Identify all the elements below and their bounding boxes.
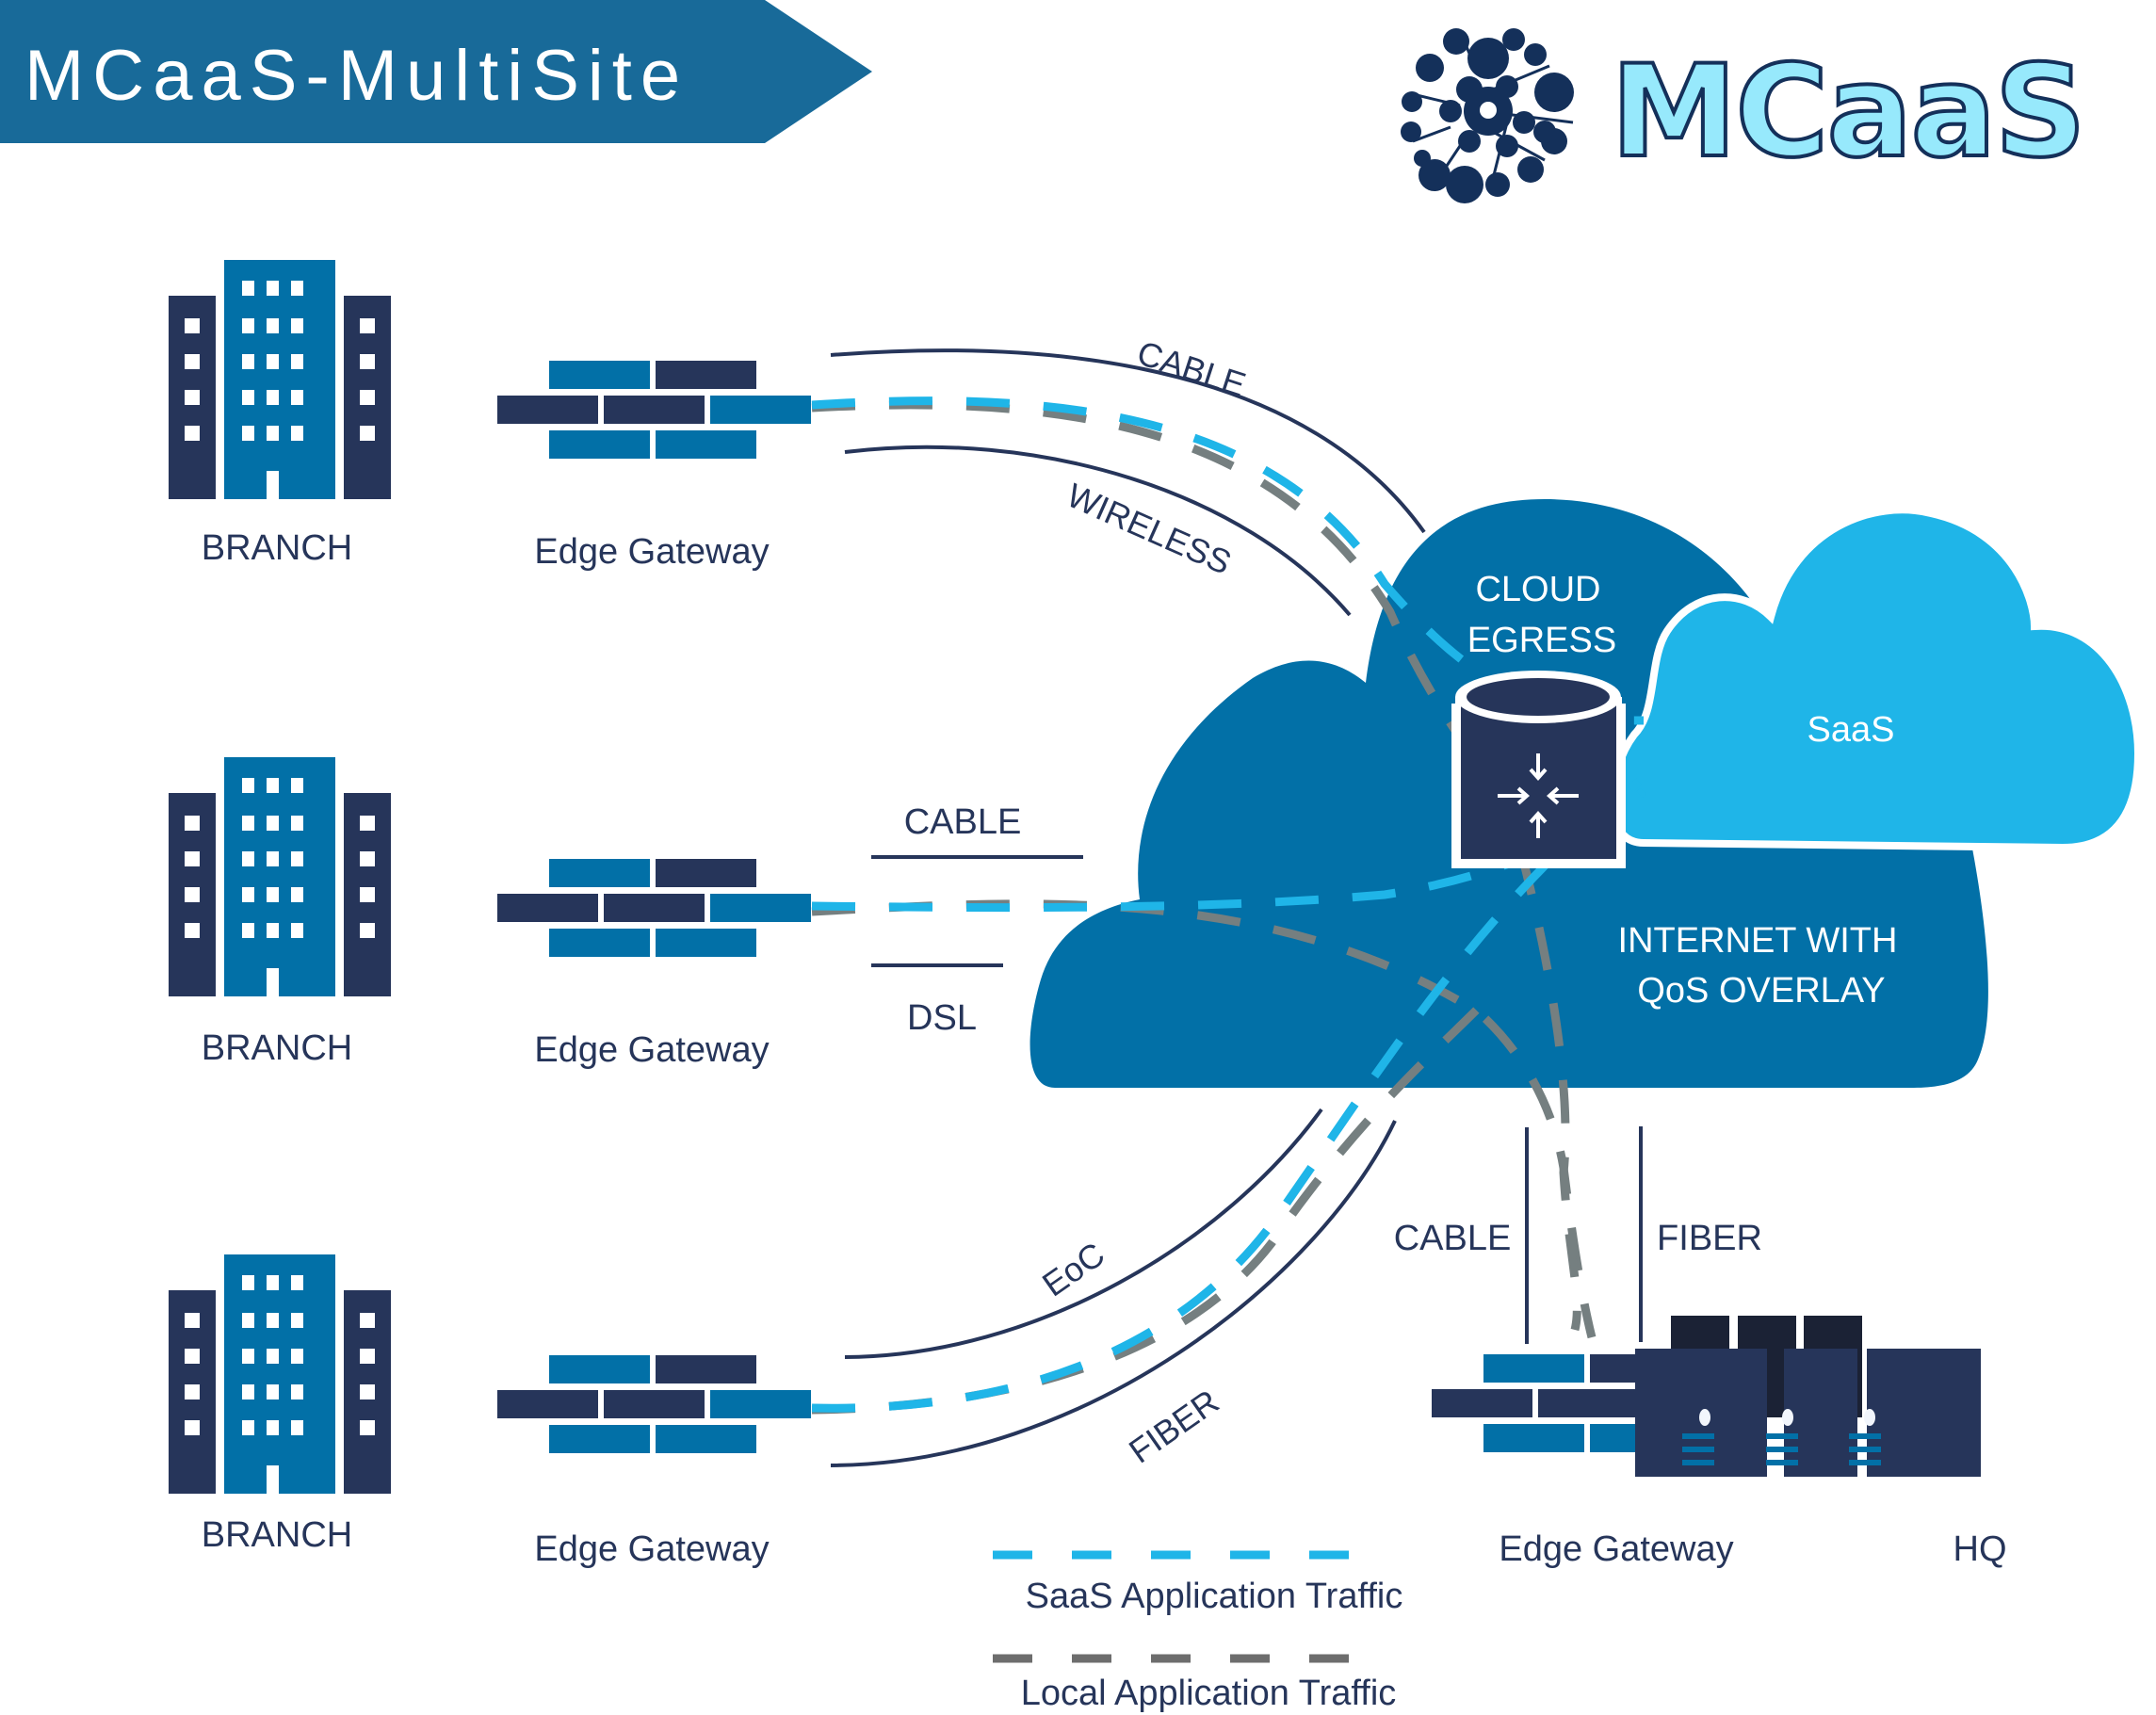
- hq-fiber-label: FIBER: [1657, 1219, 1762, 1258]
- hq-label: HQ: [1953, 1529, 2007, 1569]
- title-banner: MCaaS-MultiSite: [0, 0, 872, 143]
- banner-title: MCaaS-MultiSite: [24, 36, 689, 116]
- gateway-label: Edge Gateway: [534, 1030, 769, 1070]
- building-icon: [169, 260, 391, 499]
- firewall-icon: [497, 1355, 811, 1453]
- cloud-egress-label-2: EGRESS: [1467, 621, 1616, 660]
- branch1-cable-line: [830, 348, 1426, 534]
- saas-path-branch2: [811, 787, 1646, 913]
- legend: SaaS Application Traffic Local Applicati…: [993, 1550, 1403, 1713]
- branch1-cable-label: CABLE: [1133, 333, 1251, 404]
- building-icon: [169, 757, 391, 996]
- hq-site: Edge Gateway HQ: [1432, 1316, 2007, 1569]
- branch1-wireless-label: WIRELESS: [1062, 476, 1238, 582]
- branch3-fiber-line: [830, 1120, 1397, 1467]
- local-path-branch3: [811, 1004, 1483, 1415]
- logo-text: MCaaS: [1611, 38, 2084, 186]
- hq-links: CABLE FIBER: [1394, 1126, 1762, 1344]
- branch1-wireless-line: [844, 445, 1352, 617]
- cloud-egress-device: [1451, 671, 1626, 868]
- server-rack-icon: [1635, 1316, 1981, 1477]
- hq-gateway-label: Edge Gateway: [1499, 1529, 1733, 1569]
- branch2-links: CABLE DSL: [871, 802, 1083, 1038]
- branch3-links: EoC FIBER: [830, 1108, 1397, 1471]
- hq-cable-label: CABLE: [1394, 1219, 1512, 1258]
- saas-label: SaaS: [1807, 710, 1895, 750]
- converge-arrows-icon: [1498, 753, 1579, 838]
- local-path-hq: [1516, 850, 1581, 1332]
- saas-path-branch3: [811, 778, 1642, 1413]
- legend-local-label: Local Application Traffic: [1021, 1674, 1397, 1713]
- firewall-icon: [497, 859, 811, 957]
- local-traffic-paths: [811, 400, 1597, 1415]
- branch2-dsl-label: DSL: [907, 998, 977, 1038]
- internet-label-2: QoS OVERLAY: [1637, 971, 1885, 1011]
- branch-label: BRANCH: [202, 1515, 352, 1555]
- branch-label: BRANCH: [202, 528, 352, 568]
- branch2-cable-label: CABLE: [904, 802, 1022, 842]
- cloud-egress-label-1: CLOUD: [1475, 570, 1600, 609]
- branch3-eoc-line: [844, 1108, 1323, 1359]
- firewall-icon: [497, 361, 811, 459]
- gateway-label: Edge Gateway: [534, 532, 769, 572]
- branch-site-3: BRANCH Edge Gateway: [169, 1254, 811, 1569]
- branch-site-2: BRANCH Edge Gateway: [169, 757, 811, 1070]
- branch-label: BRANCH: [202, 1028, 352, 1068]
- branch1-links: CABLE WIRELESS: [830, 333, 1426, 617]
- internet-label-1: INTERNET WITH: [1618, 921, 1898, 961]
- network-nodes-icon: [1401, 28, 1574, 203]
- building-icon: [169, 1254, 391, 1494]
- mcaas-logo: MCaaS: [1401, 28, 2088, 203]
- legend-saas-label: SaaS Application Traffic: [1026, 1577, 1403, 1616]
- gateway-label: Edge Gateway: [534, 1529, 769, 1569]
- branch-site-1: BRANCH Edge Gateway: [169, 260, 811, 572]
- branch3-fiber-label: FIBER: [1122, 1382, 1225, 1470]
- local-path-branch1: [811, 400, 1548, 850]
